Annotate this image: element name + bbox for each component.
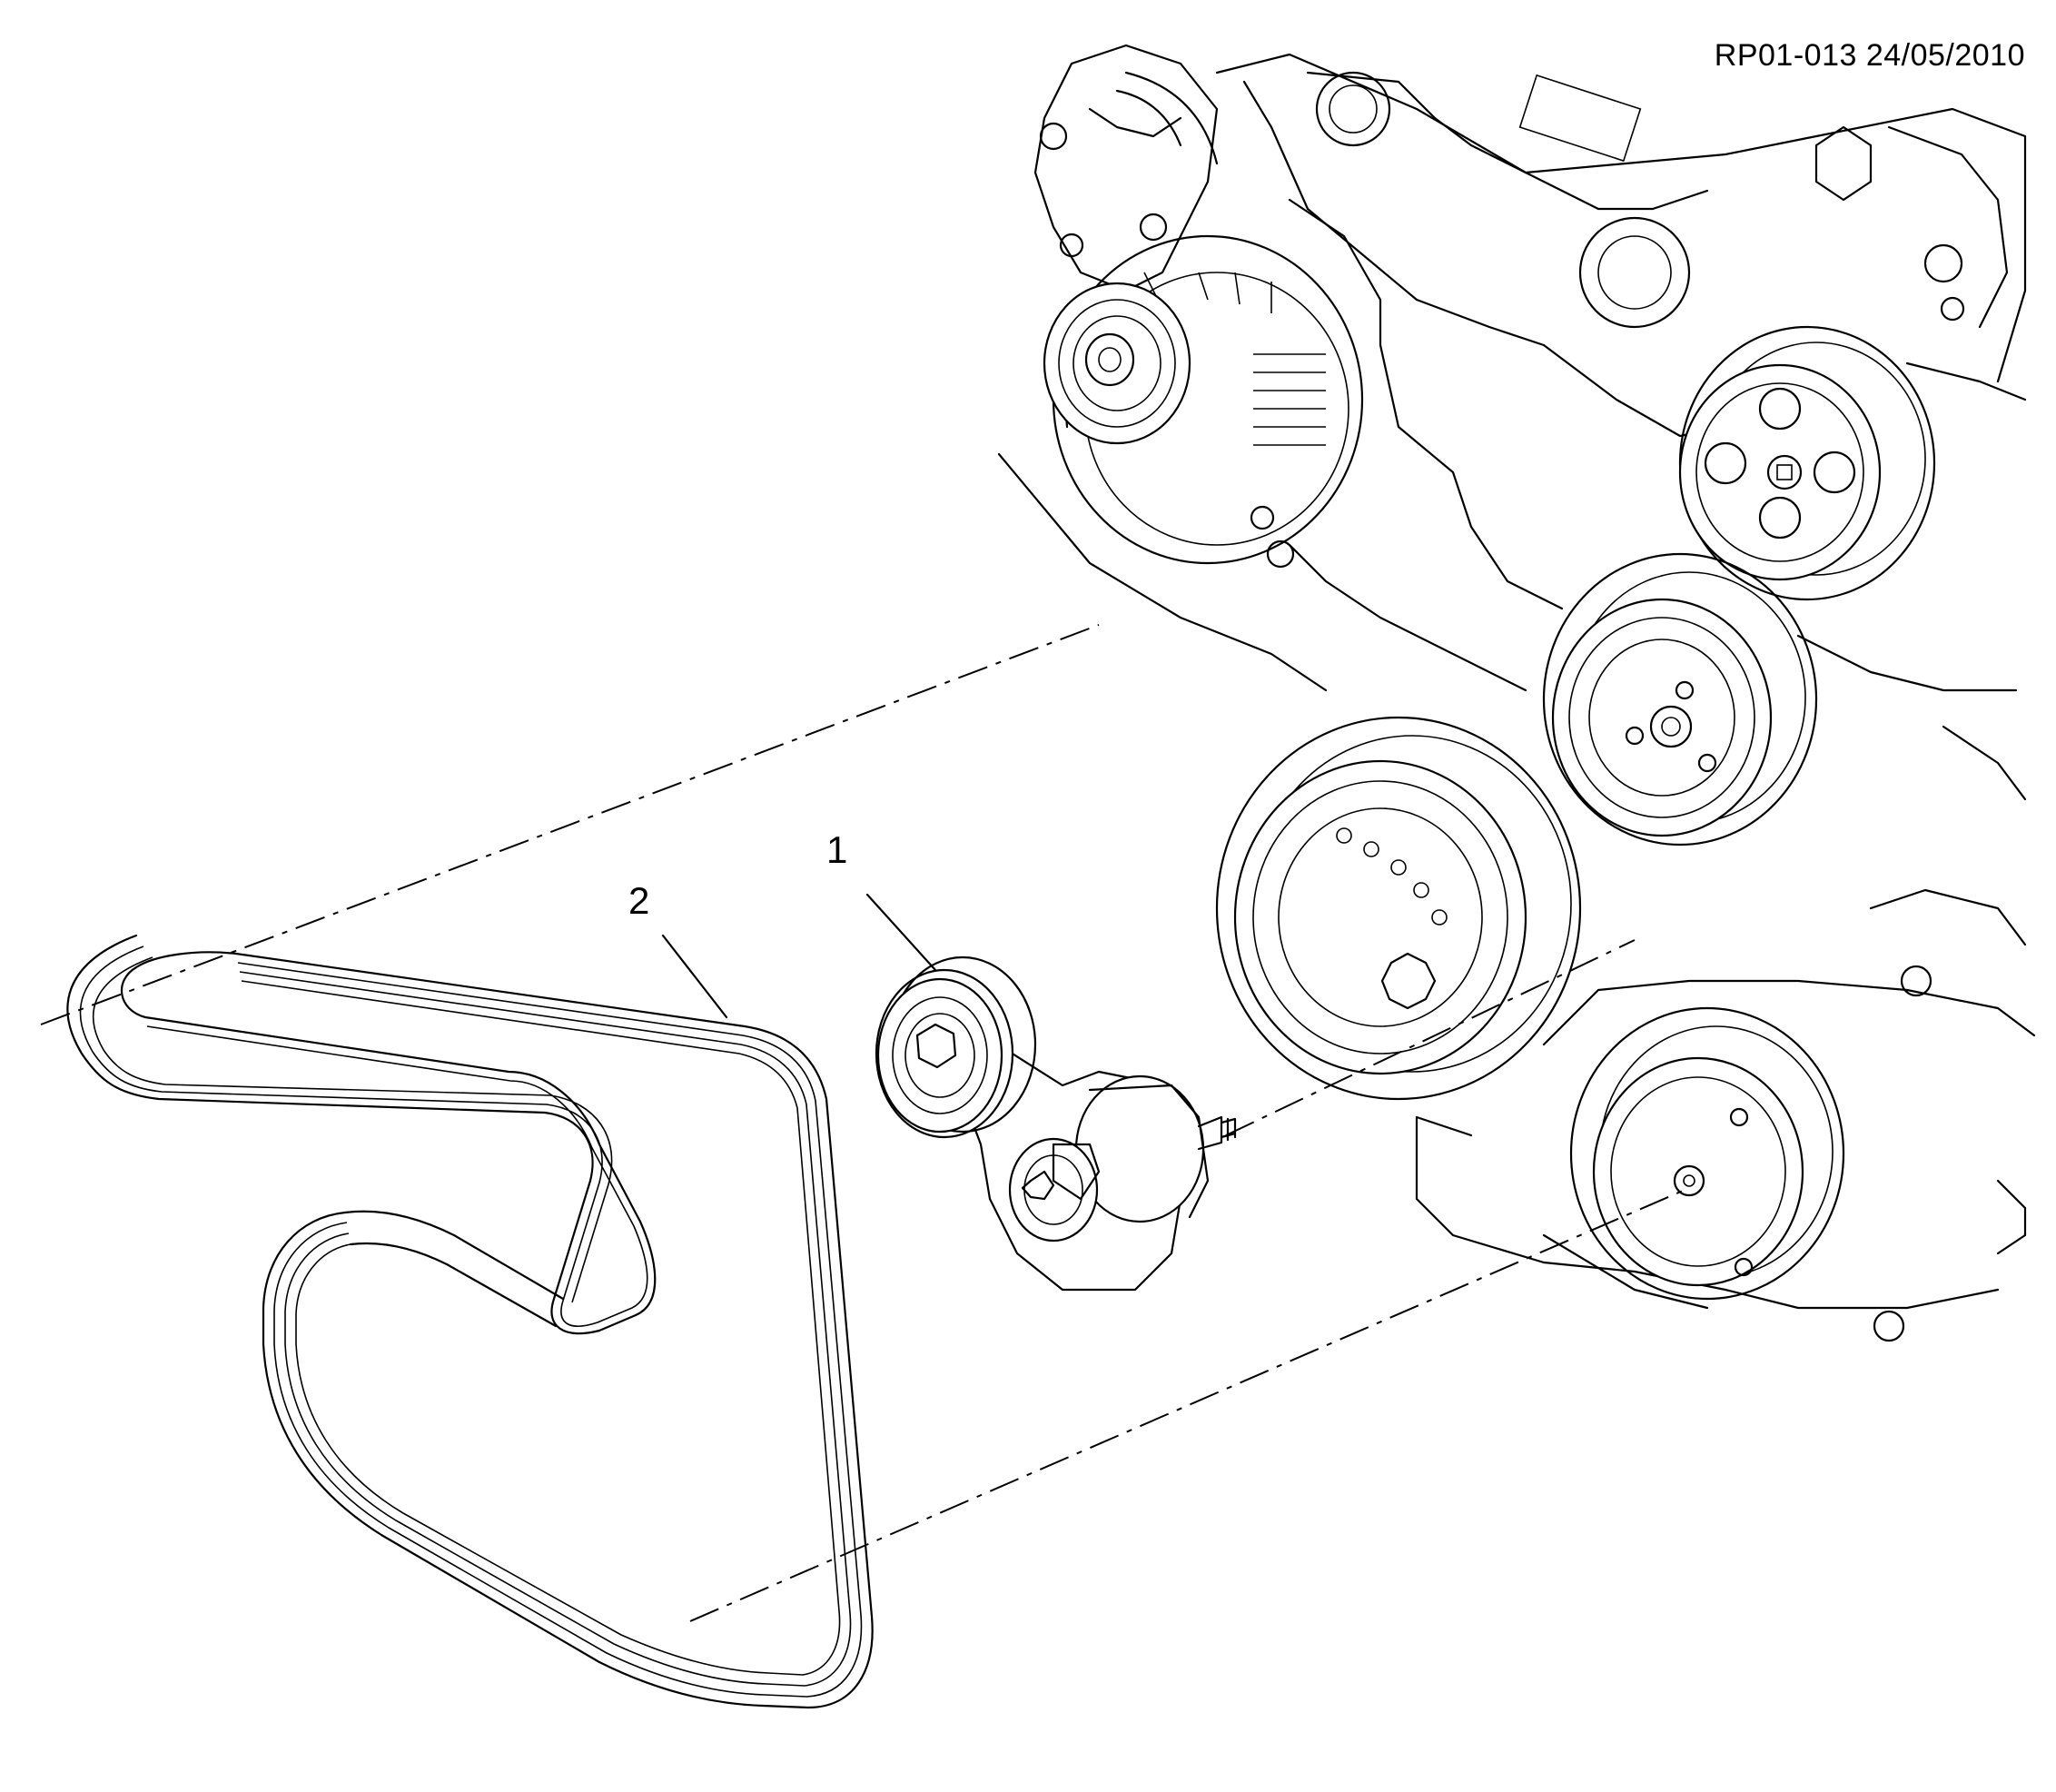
belt-illustration xyxy=(66,934,874,1709)
callout-2: 2 xyxy=(628,879,650,922)
tensioner-illustration xyxy=(875,955,1237,1292)
leader-lines xyxy=(661,893,937,1019)
engine-illustration xyxy=(997,44,2036,1342)
alignment-lines xyxy=(40,624,1690,1622)
callout-1: 1 xyxy=(826,828,848,871)
drawing-reference: RP01-013 24/05/2010 xyxy=(1714,38,2025,73)
